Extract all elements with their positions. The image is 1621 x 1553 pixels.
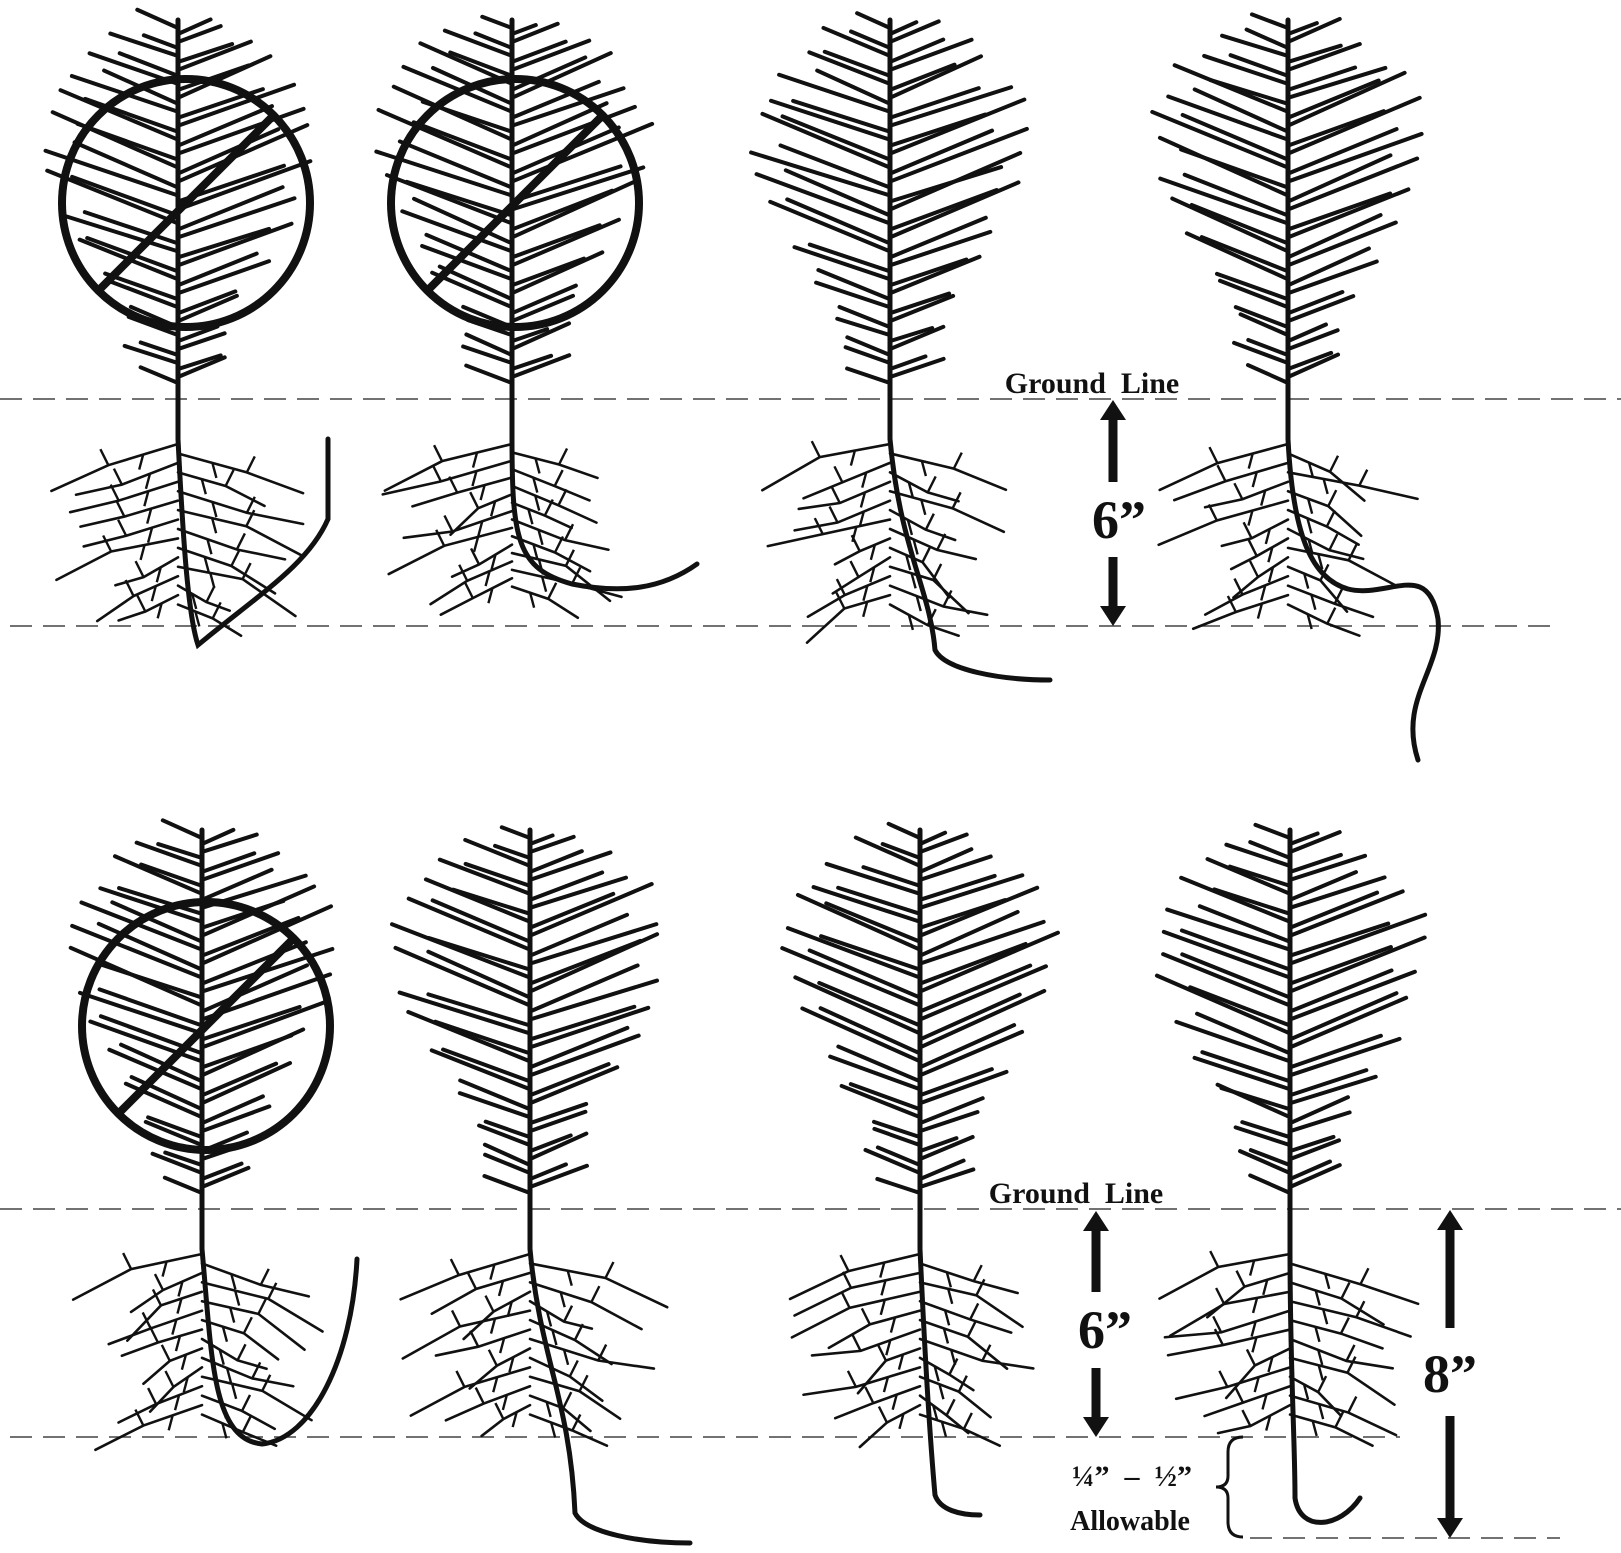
seedling-bottom-3 xyxy=(782,824,1058,1515)
ground-line-label-bottom: Ground Line xyxy=(989,1177,1164,1210)
seedling-top-3 xyxy=(751,13,1050,680)
seedling-bottom-1 xyxy=(71,820,357,1449)
prohibited-slash xyxy=(118,938,294,1114)
seedling-bottom-4 xyxy=(1157,825,1425,1523)
seedling-top-1 xyxy=(46,10,328,645)
seedling-bottom-2 xyxy=(392,827,690,1543)
depth-label-extended: 8” xyxy=(1423,1344,1477,1404)
tolerance-brace xyxy=(1216,1437,1243,1537)
seedling-top-4 xyxy=(1152,14,1438,760)
depth-label-bottom: 6” xyxy=(1078,1300,1132,1360)
depth-label-top: 6” xyxy=(1092,490,1146,550)
tolerance-label: ¼” – ½” xyxy=(1072,1460,1192,1493)
seedling-group xyxy=(46,10,1439,1543)
allowable-label: Allowable xyxy=(1070,1506,1190,1537)
ground-line-label-top: Ground Line xyxy=(1005,367,1180,400)
seedling-top-2 xyxy=(376,17,697,618)
